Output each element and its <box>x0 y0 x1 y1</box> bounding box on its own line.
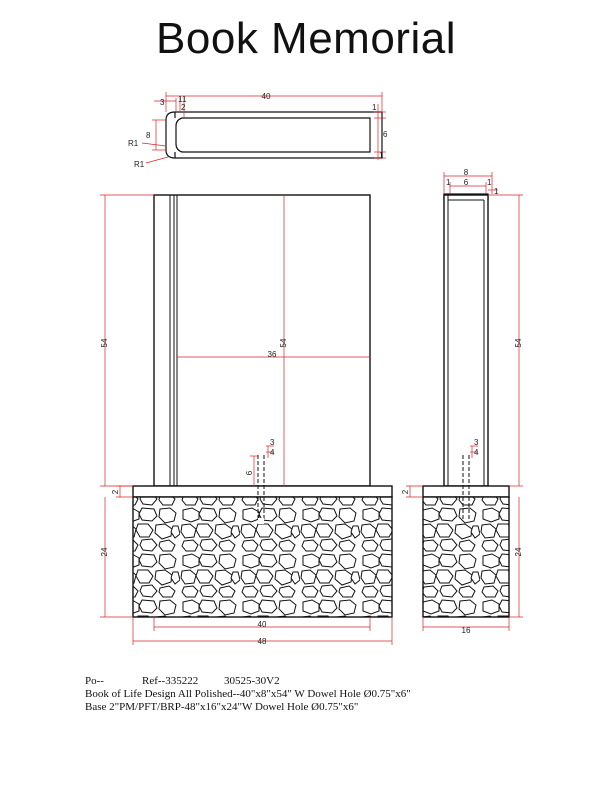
dim-3: 3 <box>160 98 165 107</box>
side-top-dimensions <box>443 172 498 194</box>
dim-24-side: 24 <box>514 547 523 556</box>
side-slab <box>443 194 489 487</box>
side-rock-base <box>422 496 510 618</box>
dim-24-front: 24 <box>100 547 109 556</box>
dim-1-side-b: 1 <box>487 178 492 187</box>
dim-3-front: 3 <box>270 438 275 447</box>
side-labels: 54 3 4 2 24 16 <box>401 338 523 635</box>
dim-40-top: 40 <box>262 92 271 101</box>
footer-line-3: Base 2"PM/PFT/BRP-48"x16"x24"W Dowel Hol… <box>85 701 359 713</box>
dim-6-top: 6 <box>383 130 388 139</box>
side-top-labels: 8 1 6 1 1 <box>446 168 499 196</box>
dim-36: 36 <box>268 350 277 359</box>
dim-6-front: 6 <box>245 470 254 475</box>
top-view-inner <box>175 117 371 153</box>
dim-2: 2 <box>181 103 186 112</box>
side-base-top-strip <box>422 485 510 498</box>
dim-1-side-c: 1 <box>494 187 499 196</box>
dim-1a: 1 <box>178 95 183 104</box>
dim-8-top: 8 <box>146 131 151 140</box>
dim-1b: 1 <box>182 95 187 104</box>
dim-1d: 1 <box>379 151 384 160</box>
front-dimensions <box>100 194 393 645</box>
dim-r1a: R1 <box>128 139 139 148</box>
top-view-dimensions <box>141 92 386 164</box>
rock-base <box>132 496 393 618</box>
dim-54-side: 54 <box>514 338 523 347</box>
dim-3-side: 3 <box>474 438 479 447</box>
footer-line-2: Book of Life Design All Polished--40"x8"… <box>85 688 411 700</box>
footer-code: 30525-30V2 <box>224 675 280 687</box>
dim-1-side-a: 1 <box>446 178 451 187</box>
dim-48: 48 <box>258 637 267 646</box>
base-top-strip <box>132 485 393 498</box>
top-view-labels: 40 3 1 2 1 8 R1 R1 6 1 1 <box>128 92 388 169</box>
side-dimensions <box>406 194 523 631</box>
footer-line-1: Po-- Ref--335222 30525-30V2 <box>85 675 280 687</box>
side-view <box>422 194 510 618</box>
front-labels: 54 54 36 3 4 6 2 24 40 48 <box>100 338 288 646</box>
dim-6-side: 6 <box>464 178 469 187</box>
dim-54-mid: 54 <box>279 338 288 347</box>
front-view <box>132 194 393 618</box>
dim-8-side: 8 <box>464 168 469 177</box>
book-slab <box>153 194 371 487</box>
dim-2-front: 2 <box>111 489 120 494</box>
dim-54-left: 54 <box>100 338 109 347</box>
dim-2-side: 2 <box>401 489 410 494</box>
dim-4-side: 4 <box>474 448 479 457</box>
top-view <box>165 111 383 159</box>
dim-r1b: R1 <box>134 160 145 169</box>
top-view-outline <box>165 111 383 159</box>
dim-40-front: 40 <box>258 620 267 629</box>
dim-16: 16 <box>462 626 471 635</box>
page-title: Book Memorial <box>156 14 456 63</box>
footer-po: Po-- <box>85 675 104 687</box>
dim-4-front: 4 <box>270 448 275 457</box>
dim-1c: 1 <box>372 103 377 112</box>
footer-ref: Ref--335222 <box>142 675 199 687</box>
